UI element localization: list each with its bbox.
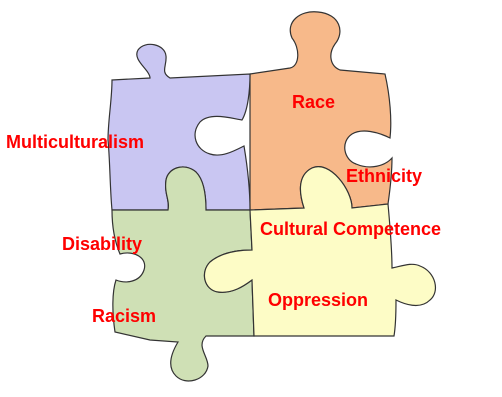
label-ethnicity: Ethnicity	[346, 166, 422, 186]
label-race: Race	[292, 92, 335, 112]
label-oppression: Oppression	[268, 290, 368, 310]
label-racism: Racism	[92, 306, 156, 326]
label-cultural-competence: Cultural Competence	[260, 219, 441, 239]
label-multiculturalism: Multiculturalism	[6, 132, 144, 152]
puzzle-piece-green	[111, 166, 255, 382]
puzzle-piece-yellow	[203, 166, 437, 337]
label-disability: Disability	[62, 234, 142, 254]
